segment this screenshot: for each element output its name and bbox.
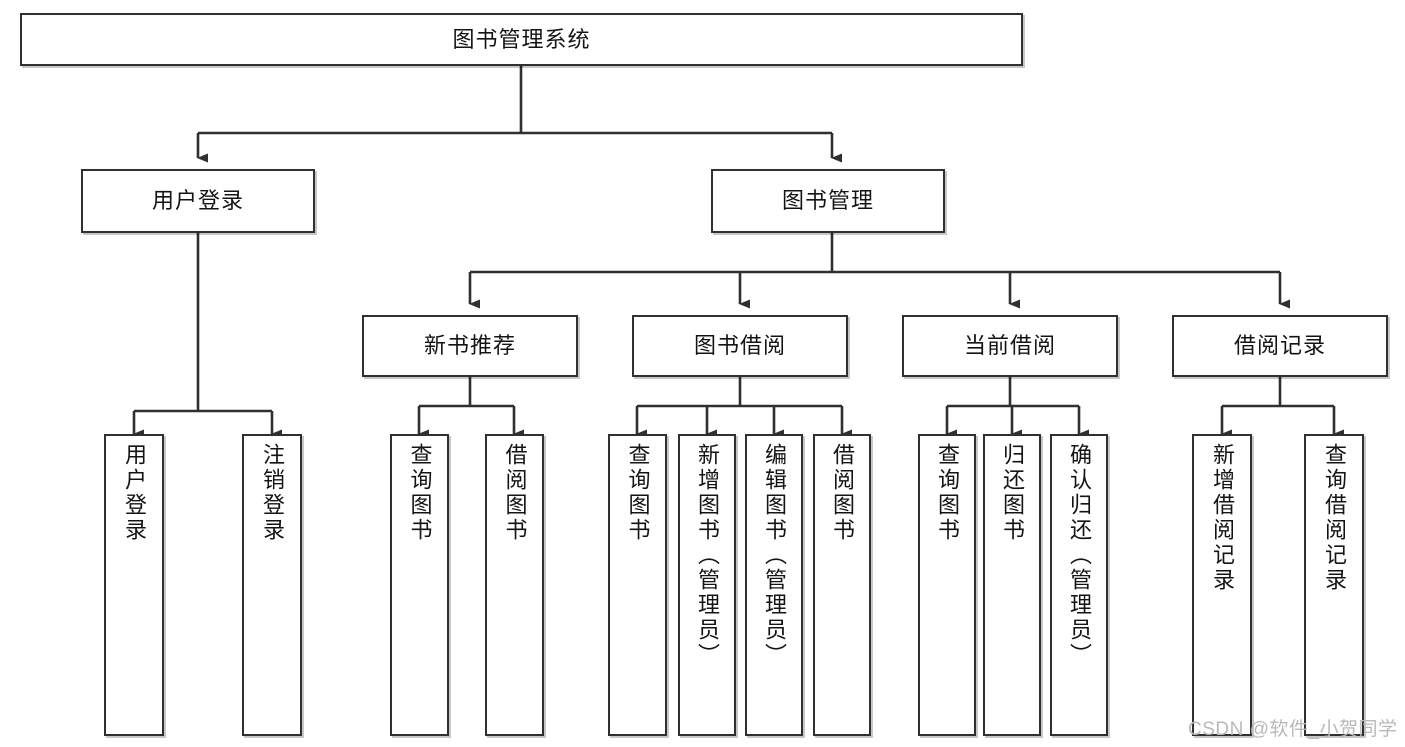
- leaf-borrow-books-borrow[interactable]: 借阅图书: [813, 434, 871, 736]
- leaf-query-books-current[interactable]: 查询图书: [918, 434, 976, 736]
- leaf-edit-book-admin[interactable]: 编辑图书（管理员）: [745, 434, 803, 736]
- leaf-query-books-borrow[interactable]: 查询图书: [608, 434, 667, 736]
- node-user-login[interactable]: 用户登录: [81, 169, 315, 233]
- leaf-query-borrowing-record[interactable]: 查询借阅记录: [1304, 434, 1364, 736]
- leaf-confirm-return-admin[interactable]: 确认归还（管理员）: [1050, 434, 1108, 736]
- node-borrowing-records[interactable]: 借阅记录: [1172, 315, 1388, 377]
- leaf-label: 借阅图书: [830, 443, 855, 543]
- node-current-borrowing[interactable]: 当前借阅: [902, 315, 1118, 377]
- csdn-watermark: CSDN @软件_小贺同学: [1188, 719, 1398, 740]
- node-book-management[interactable]: 图书管理: [711, 169, 945, 233]
- leaf-label: 确认归还（管理员）: [1067, 443, 1092, 668]
- leaf-label: 新增借阅记录: [1210, 443, 1235, 593]
- leaf-label: 查询图书: [407, 443, 433, 543]
- leaf-label: 借阅图书: [502, 443, 528, 543]
- node-label: 图书管理: [781, 188, 874, 214]
- leaf-label: 归还图书: [1000, 443, 1025, 543]
- leaf-label: 查询图书: [935, 443, 960, 543]
- leaf-label: 编辑图书（管理员）: [762, 443, 787, 668]
- node-label: 新书推荐: [423, 333, 516, 359]
- node-label: 借阅记录: [1233, 333, 1326, 359]
- leaf-label: 注销登录: [260, 443, 285, 543]
- leaf-add-borrowing-record[interactable]: 新增借阅记录: [1192, 434, 1252, 736]
- leaf-return-books[interactable]: 归还图书: [983, 434, 1041, 736]
- leaf-add-book-admin[interactable]: 新增图书（管理员）: [678, 434, 736, 736]
- node-root-book-management-system[interactable]: 图书管理系统: [20, 13, 1023, 66]
- leaf-label: 查询图书: [625, 443, 651, 543]
- node-book-borrowing[interactable]: 图书借阅: [632, 315, 848, 377]
- node-label: 图书管理系统: [452, 26, 591, 52]
- leaf-logout[interactable]: 注销登录: [242, 434, 302, 736]
- leaf-query-books-newbook[interactable]: 查询图书: [390, 434, 449, 736]
- leaf-label: 新增图书（管理员）: [695, 443, 720, 668]
- leaf-borrow-books-newbook[interactable]: 借阅图书: [485, 434, 544, 736]
- leaf-user-login[interactable]: 用户登录: [104, 434, 164, 736]
- node-label: 当前借阅: [963, 333, 1056, 359]
- leaf-label: 查询借阅记录: [1322, 443, 1347, 593]
- node-label: 图书借阅: [693, 333, 786, 359]
- leaf-label: 用户登录: [122, 443, 147, 543]
- node-label: 用户登录: [151, 188, 244, 214]
- node-new-book-recommendation[interactable]: 新书推荐: [362, 315, 578, 377]
